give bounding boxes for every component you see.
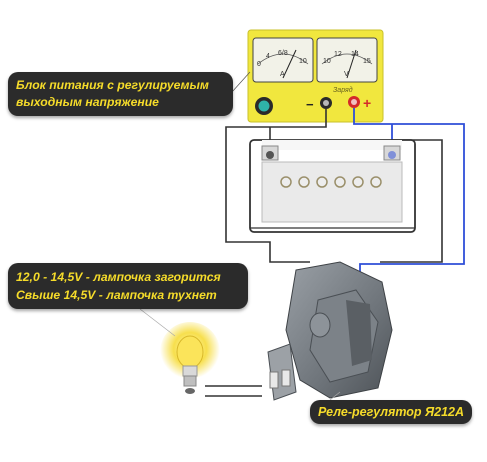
terminal-minus[interactable] — [320, 97, 332, 109]
voltmeter-tick-label: 12 — [334, 51, 342, 58]
voltmeter-tick-label: 15 — [363, 58, 371, 65]
caption-line: Блок питания с регулируемым — [16, 78, 209, 92]
lamp-note-line: Свыше 14,5V - лампочка тухнет — [16, 288, 217, 302]
ammeter-tick-label: 4 — [266, 53, 270, 60]
leader-line — [139, 308, 176, 337]
battery-terminal-positive[interactable] — [383, 145, 401, 161]
caption-line: выходным напряжение — [16, 95, 159, 109]
power-supply-caption: Блок питания с регулируемым выходным нап… — [8, 72, 233, 116]
power-supply: 0 4 6/8 10 A 10 12 14 15 V Заряд − — [247, 29, 384, 123]
battery-terminal-negative[interactable] — [261, 145, 279, 161]
voltmeter: 10 12 14 15 V — [316, 37, 378, 83]
voltage-regulator — [267, 261, 393, 401]
voltmeter-unit: V — [344, 71, 349, 78]
terminal-minus-label: − — [306, 97, 314, 112]
ammeter-unit: A — [280, 71, 285, 78]
lamp-note-caption: 12,0 - 14,5V - лампочка загорится Свыше … — [8, 263, 248, 309]
ammeter-tick-label: 10 — [299, 58, 307, 65]
leader-line — [231, 71, 251, 93]
lamp — [160, 322, 220, 394]
ammeter-tick-label: 0 — [257, 61, 261, 68]
terminal-plus-label: + — [363, 95, 371, 111]
battery — [249, 139, 416, 233]
wire-negative — [225, 109, 327, 263]
battery-cell-caps — [280, 176, 382, 188]
ammeter-tick-label: 6/8 — [278, 50, 288, 57]
voltmeter-tick-label: 10 — [323, 58, 331, 65]
wire-positive — [353, 108, 465, 286]
lamp-note-line: 12,0 - 14,5V - лампочка загорится — [16, 270, 221, 284]
terminal-plus[interactable] — [348, 96, 360, 108]
leader-line — [329, 391, 341, 401]
charge-label: Заряд — [333, 86, 353, 94]
power-knob[interactable] — [255, 97, 273, 115]
ammeter: 0 4 6/8 10 A — [252, 37, 314, 83]
regulator-caption: Реле-регулятор Я212А — [310, 400, 472, 424]
voltmeter-tick-label: 14 — [351, 51, 359, 58]
